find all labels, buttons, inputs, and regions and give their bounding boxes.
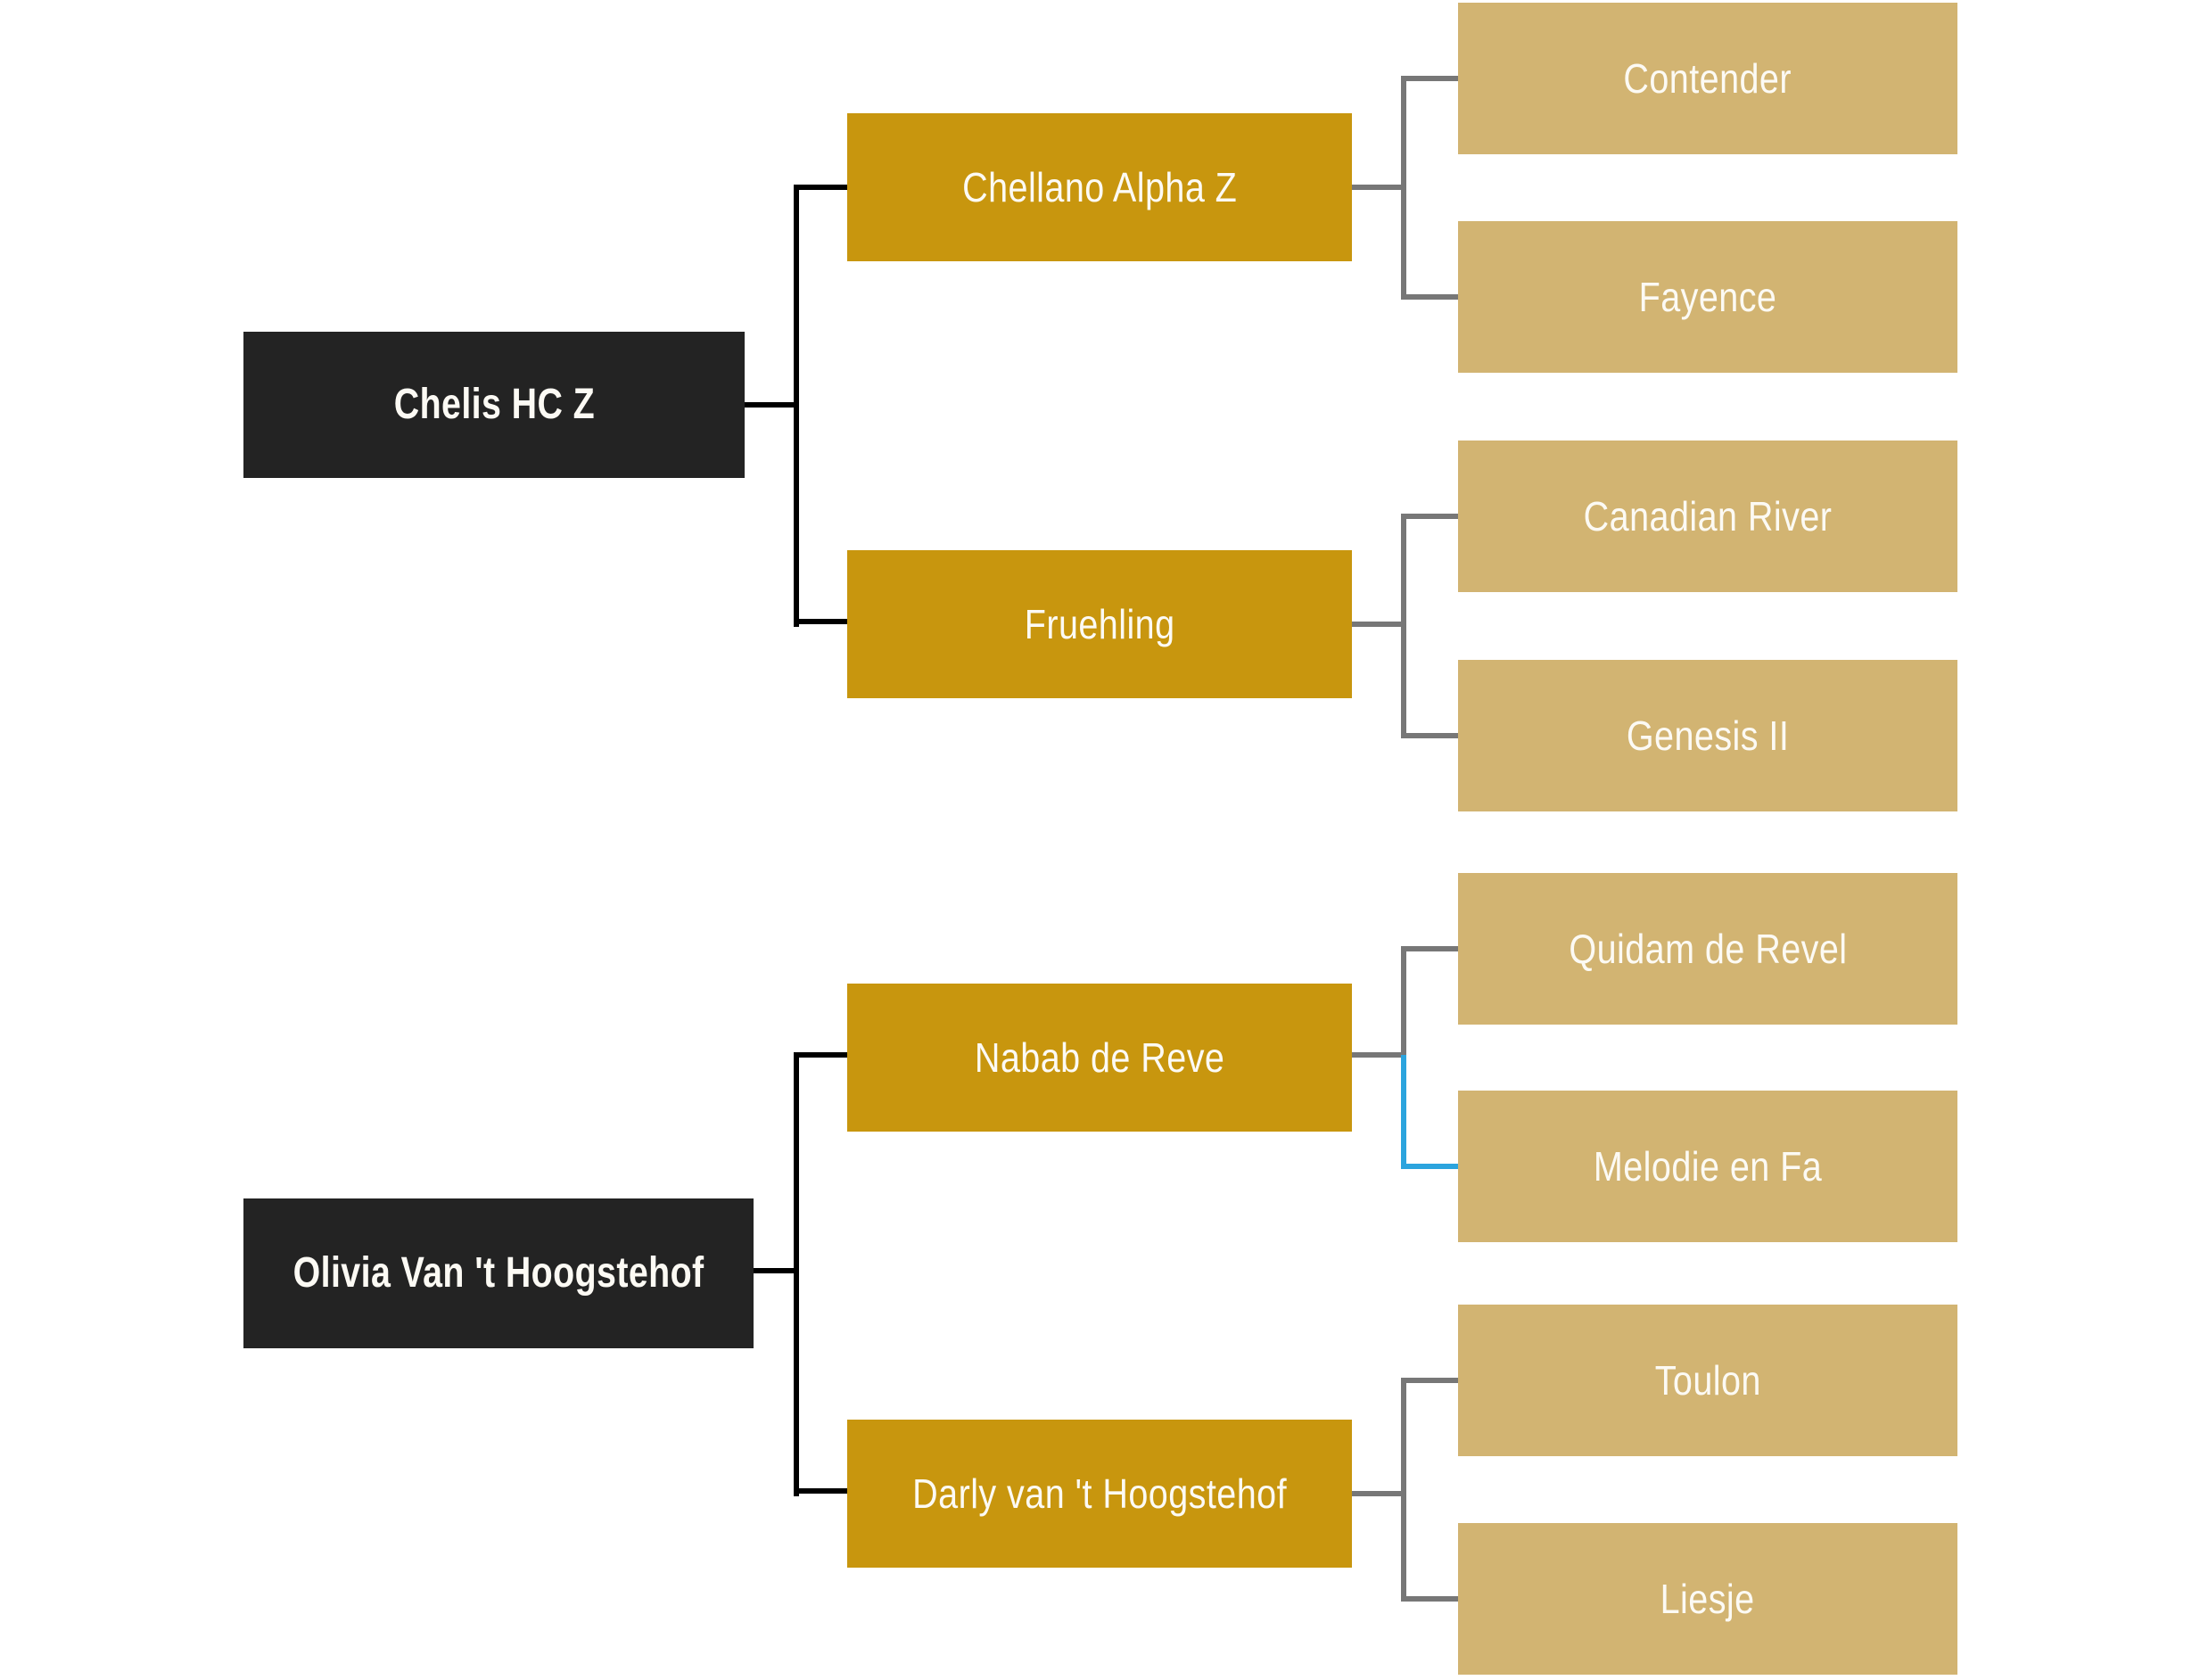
connector-darly-trunk	[1401, 1378, 1406, 1602]
node-toulon-label: Toulon	[1654, 1357, 1761, 1404]
node-canadian-river-label: Canadian River	[1583, 493, 1833, 539]
node-chelis-hc-z-label: Chelis HC Z	[393, 381, 595, 428]
connector-fruehling-stem	[1352, 622, 1406, 627]
connector-olivia-to-darly	[794, 1488, 847, 1494]
node-liesje: Liesje	[1458, 1523, 1957, 1675]
connector-olivia-trunk	[794, 1052, 799, 1496]
connector-chelis-to-fruehling	[794, 619, 847, 624]
connector-olivia-to-nabab	[794, 1052, 847, 1058]
node-darly-van-t-hoogstehof-label: Darly van 't Hoogstehof	[912, 1470, 1287, 1517]
node-contender: Contender	[1458, 3, 1957, 154]
node-fayence-label: Fayence	[1638, 274, 1777, 320]
connector-chellano-trunk	[1401, 76, 1406, 300]
connector-fruehling-trunk	[1401, 514, 1406, 738]
connector-nabab-trunk-upper	[1401, 946, 1406, 1058]
node-olivia-van-t-hoogstehof-label: Olivia Van 't Hoogstehof	[293, 1249, 704, 1297]
connector-fruehling-to-genesis-ii	[1401, 733, 1458, 738]
connector-chellano-to-fayence	[1401, 294, 1458, 300]
connector-darly-to-toulon	[1401, 1378, 1458, 1383]
connector-darly-to-liesje	[1401, 1596, 1458, 1602]
connector-nabab-stem	[1352, 1052, 1406, 1058]
node-chellano-alpha-z: Chellano Alpha Z	[847, 113, 1352, 261]
node-genesis-ii: Genesis II	[1458, 660, 1957, 811]
node-quidam-de-revel: Quidam de Revel	[1458, 873, 1957, 1025]
node-melodie-en-fa: Melodie en Fa	[1458, 1091, 1957, 1242]
connector-chelis-to-chellano	[794, 185, 847, 190]
node-melodie-en-fa-label: Melodie en Fa	[1593, 1143, 1823, 1190]
connector-chellano-to-contender	[1401, 76, 1458, 81]
connector-chelis-stem	[745, 402, 799, 408]
node-fruehling: Fruehling	[847, 550, 1352, 698]
connector-nabab-trunk-lower-highlighted	[1401, 1055, 1406, 1169]
connector-nabab-to-melodie-highlighted	[1401, 1164, 1458, 1169]
node-liesje-label: Liesje	[1660, 1576, 1755, 1622]
connector-chelis-trunk	[794, 185, 799, 627]
node-toulon: Toulon	[1458, 1305, 1957, 1456]
node-nabab-de-reve-label: Nabab de Reve	[974, 1034, 1225, 1081]
node-olivia-van-t-hoogstehof: Olivia Van 't Hoogstehof	[243, 1198, 754, 1348]
node-nabab-de-reve: Nabab de Reve	[847, 984, 1352, 1132]
connector-nabab-to-quidam	[1401, 946, 1458, 951]
node-chellano-alpha-z-label: Chellano Alpha Z	[961, 164, 1238, 210]
node-fruehling-label: Fruehling	[1024, 601, 1175, 647]
connector-fruehling-to-canadian-river	[1401, 514, 1458, 519]
node-contender-label: Contender	[1623, 55, 1792, 102]
connector-darly-stem	[1352, 1491, 1406, 1496]
node-chelis-hc-z: Chelis HC Z	[243, 332, 745, 478]
connector-chellano-stem	[1352, 185, 1406, 190]
node-canadian-river: Canadian River	[1458, 441, 1957, 592]
node-darly-van-t-hoogstehof: Darly van 't Hoogstehof	[847, 1420, 1352, 1568]
node-genesis-ii-label: Genesis II	[1626, 712, 1790, 759]
node-quidam-de-revel-label: Quidam de Revel	[1568, 926, 1848, 972]
connector-olivia-stem	[754, 1268, 799, 1273]
node-fayence: Fayence	[1458, 221, 1957, 373]
